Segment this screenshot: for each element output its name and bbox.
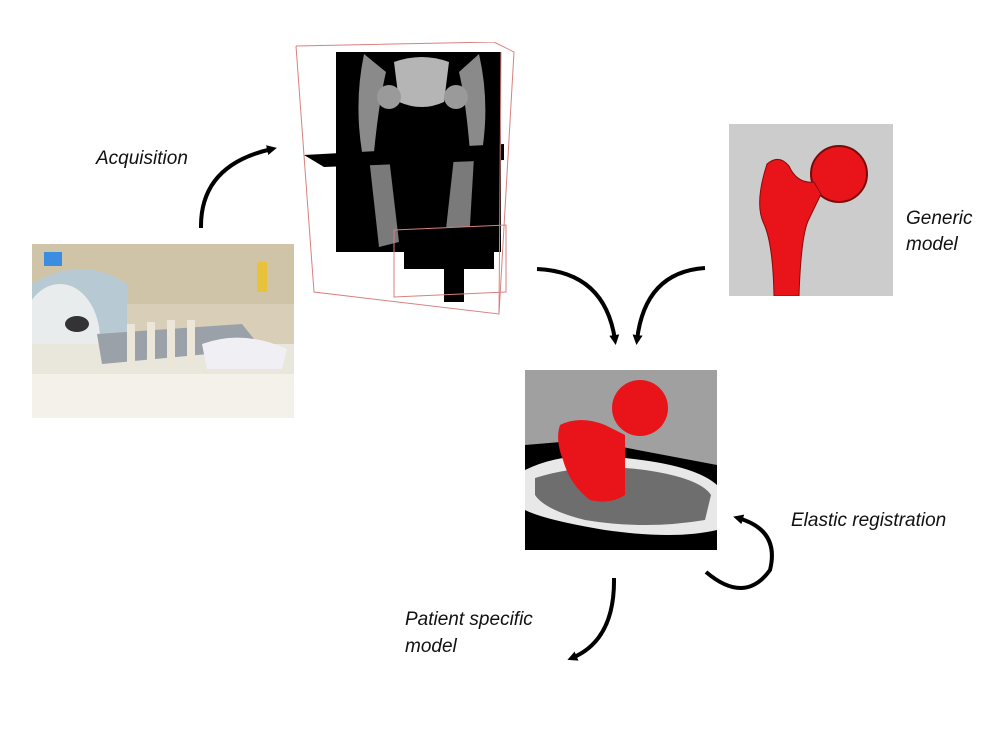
registered-femur-image <box>525 370 717 550</box>
generic-to-registration-arrow <box>632 266 706 345</box>
patient-specific-arrow <box>567 577 617 661</box>
scanner-photo-graphic <box>32 244 294 418</box>
mri-to-registration-arrow <box>536 267 620 345</box>
elastic-registration-label: Elastic registration <box>791 510 947 531</box>
mri-volume <box>294 42 516 316</box>
generic-model-label-line2: model <box>906 234 958 255</box>
mri-volume-graphic <box>295 42 515 315</box>
acquisition-arrow <box>198 145 277 229</box>
generic-femur-image <box>729 124 893 296</box>
patient-specific-label-line1: Patient specific <box>405 609 533 630</box>
acquisition-label: Acquisition <box>96 148 188 169</box>
patient-specific-label-line2: model <box>405 636 457 657</box>
generic-femur-graphic <box>759 145 868 296</box>
registered-femur-graphic <box>525 380 717 550</box>
generic-model-label-line1: Generic <box>906 208 973 229</box>
scanner-photo <box>32 244 294 418</box>
elastic-registration-arrow <box>704 514 774 590</box>
